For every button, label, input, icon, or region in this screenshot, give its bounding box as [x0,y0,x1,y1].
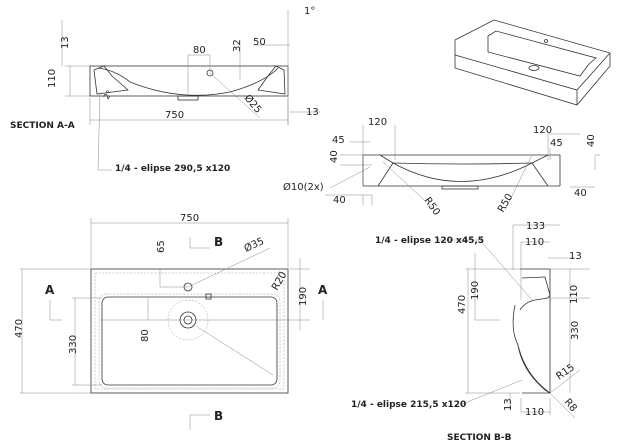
side-dim-r50-right: R50 [496,192,515,215]
bb-dim-470: 470 [457,295,468,314]
isometric-view [454,19,611,106]
section-marker-b-top: B [214,235,223,249]
side-dim-dia10: Ø10(2x) [283,181,324,193]
section-marker-a-right: A [318,283,328,297]
side-dim-45-right: 45 [550,138,563,149]
aa-ellipse-note: 1/4 - elipse 290,5 x120 [115,164,230,174]
plan-dim-190: 190 [298,287,309,306]
bb-dim-r15: R15 [554,362,576,382]
side-view [325,125,600,211]
section-bb-view [437,224,590,419]
aa-dim-13-right: 13 [306,107,319,118]
plan-dim-330: 330 [68,335,79,354]
bb-dim-110-top: 110 [525,237,544,248]
plan-dim-65: 65 [156,240,167,253]
section-bb-title: SECTION B-B [447,433,512,443]
side-dim-120-left: 120 [368,117,387,128]
bb-dim-13-top: 13 [569,251,582,262]
bb-dim-190: 190 [470,281,481,300]
side-dim-120-right: 120 [533,125,552,136]
aa-dim-750: 750 [165,110,184,121]
aa-dim-13-top: 13 [60,36,71,49]
plan-dim-750: 750 [180,213,199,224]
aa-dim-110: 110 [47,69,58,88]
aa-dim-80: 80 [193,45,206,56]
bb-dim-110-v: 110 [569,285,580,304]
section-aa-view [61,10,320,171]
bb-ellipse-note-bottom: 1/4 - elipse 215,5 x120 [351,400,466,410]
side-dim-40-right-bottom: 40 [574,188,587,199]
section-marker-b-bottom: B [214,409,223,423]
side-dim-40-left-bottom: 40 [333,195,346,206]
bb-dim-330: 330 [570,321,581,340]
side-dim-40-right-v: 40 [586,134,597,147]
side-dim-r50-left: R50 [422,195,442,217]
section-marker-a-left: A [45,283,55,297]
aa-angle-2: 2° [102,89,114,101]
bb-dim-13-bottom: 13 [503,398,514,411]
plan-dim-r20: R20 [270,270,289,293]
aa-dim-32: 32 [232,39,243,52]
plan-dim-470: 470 [14,319,25,338]
bb-dim-110-bottom: 110 [525,407,544,418]
section-aa-title: SECTION A-A [10,121,75,131]
plan-dim-80: 80 [140,329,151,342]
plan-view [20,218,324,430]
aa-angle-1: 1° [304,6,315,17]
bb-dim-r8: R8 [562,397,579,414]
side-dim-40-left-v: 40 [329,150,340,163]
side-dim-45-left: 45 [332,135,345,146]
bb-ellipse-note-top: 1/4 - elipse 120 x45,5 [375,236,484,246]
bb-dim-133: 133 [526,221,545,232]
aa-dim-50: 50 [253,37,266,48]
